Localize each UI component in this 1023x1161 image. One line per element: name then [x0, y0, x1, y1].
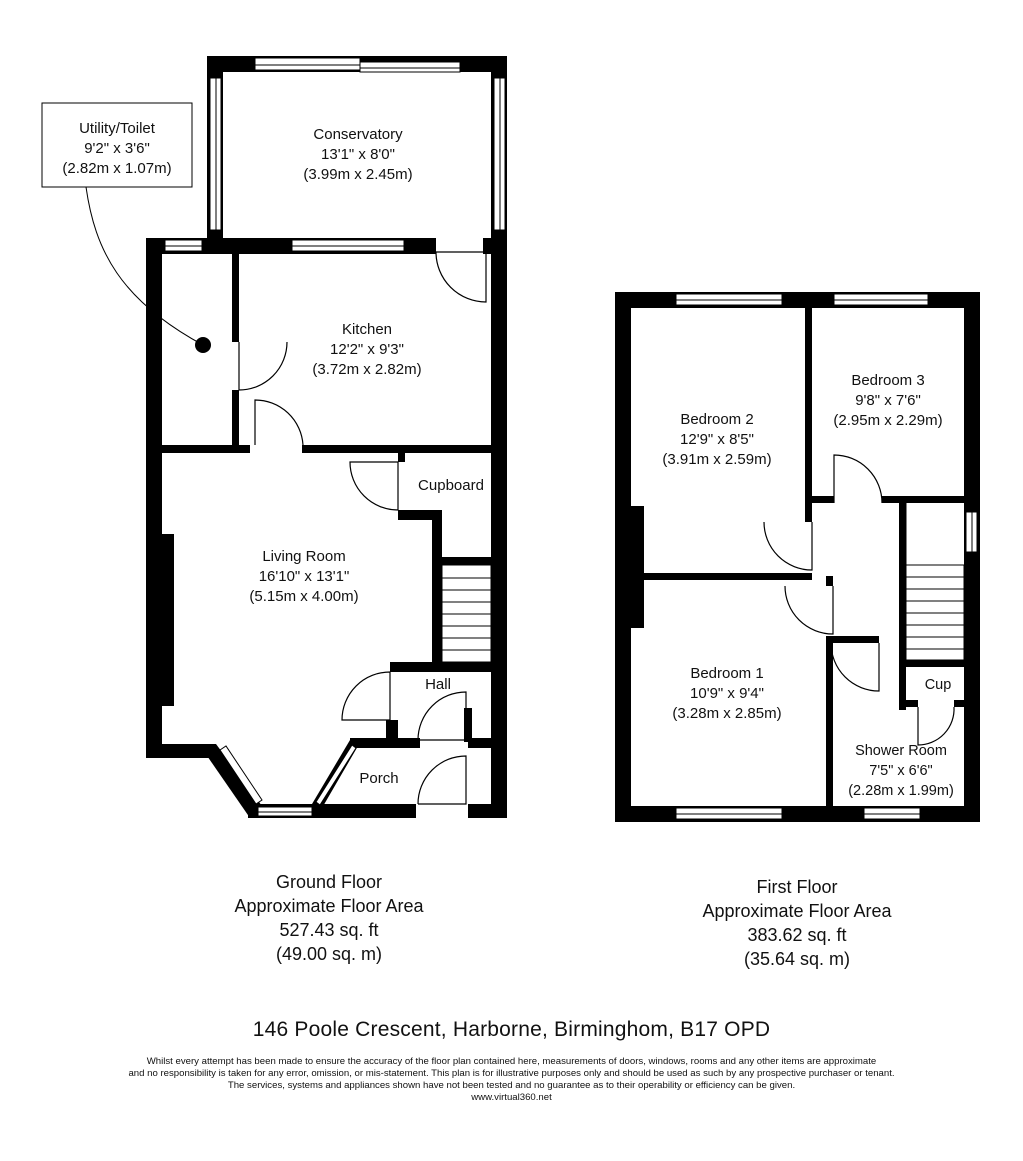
- ground-floor-sqft: 527.43 sq. ft: [279, 920, 379, 940]
- cup-name: Cup: [925, 677, 952, 693]
- utility-imperial: 9'2" x 3'6": [84, 140, 150, 157]
- first-floor-title: First Floor: [756, 877, 838, 897]
- shower-room-imperial: 7'5" x 6'6": [869, 763, 932, 779]
- disclaimer-line-1: Whilst every attempt has been made to en…: [146, 1056, 877, 1067]
- first-floor-sqft: 383.62 sq. ft: [747, 925, 847, 945]
- ground-floor-sqm: (49.00 sq. m): [275, 944, 383, 964]
- ground-floor-area: Ground Floor Approximate Floor Area 527.…: [159, 870, 499, 966]
- ground-floor-plan: Conservatory 13'1" x 8'0" (3.99m x 2.45m…: [41, 56, 507, 818]
- conservatory-name: Conservatory: [313, 126, 403, 143]
- conservatory-windows: [209, 57, 506, 231]
- shower-room-name: Shower Room: [855, 743, 947, 759]
- porch-name: Porch: [359, 770, 398, 787]
- first-floor-windows: [675, 293, 978, 820]
- disclaimer: Whilst every attempt has been made to en…: [0, 1056, 1023, 1104]
- conservatory-metric: (3.99m x 2.45m): [303, 166, 412, 183]
- bedroom2-name: Bedroom 2: [680, 411, 753, 428]
- utility-name: Utility/Toilet: [79, 120, 156, 137]
- living-room-name: Living Room: [262, 548, 345, 565]
- living-room-metric: (5.15m x 4.00m): [249, 588, 358, 605]
- first-floor-subtitle: Approximate Floor Area: [702, 901, 892, 921]
- first-floor-plan: Bedroom 2 12'9" x 8'5" (3.91m x 2.59m) B…: [615, 292, 980, 822]
- ground-floor-interior-walls: [156, 252, 498, 742]
- bedroom2-imperial: 12'9" x 8'5": [680, 431, 754, 448]
- first-floor-stairs: [905, 503, 965, 661]
- ground-floor-title: Ground Floor: [275, 872, 383, 892]
- kitchen-metric: (3.72m x 2.82m): [312, 361, 421, 378]
- bedroom3-metric: (2.95m x 2.29m): [833, 412, 942, 429]
- utility-metric: (2.82m x 1.07m): [62, 160, 171, 177]
- website-link[interactable]: www.virtual360.net: [471, 1092, 552, 1103]
- disclaimer-line-2: and no responsibility is taken for any e…: [128, 1068, 895, 1079]
- bedroom3-name: Bedroom 3: [851, 372, 924, 389]
- first-floor-sqm: (35.64 sq. m): [743, 949, 851, 969]
- conservatory-imperial: 13'1" x 8'0": [321, 146, 395, 163]
- first-floor-area: First Floor Approximate Floor Area 383.6…: [627, 875, 967, 971]
- ground-floor-windows: [164, 239, 405, 817]
- ground-floor-stairs: [441, 564, 492, 663]
- property-address: 146 Poole Crescent, Harborne, Birminghom…: [252, 1018, 771, 1041]
- ground-floor-doors: [238, 251, 487, 805]
- first-floor-doors: [763, 454, 955, 746]
- disclaimer-line-3: The services, systems and appliances sho…: [227, 1080, 796, 1091]
- shower-room-metric: (2.28m x 1.99m): [848, 783, 954, 799]
- cupboard-name: Cupboard: [418, 477, 484, 494]
- bedroom1-imperial: 10'9" x 9'4": [690, 685, 764, 702]
- kitchen-imperial: 12'2" x 9'3": [330, 341, 404, 358]
- utility-callout: [41, 102, 211, 353]
- kitchen-name: Kitchen: [342, 321, 392, 338]
- ground-floor-walls: [146, 238, 507, 818]
- bedroom1-metric: (3.28m x 2.85m): [672, 705, 781, 722]
- bedroom1-name: Bedroom 1: [690, 665, 763, 682]
- bedroom2-metric: (3.91m x 2.59m): [662, 451, 771, 468]
- floor-plan: Conservatory 13'1" x 8'0" (3.99m x 2.45m…: [41, 56, 980, 822]
- bedroom3-imperial: 9'8" x 7'6": [855, 392, 921, 409]
- hall-name: Hall: [425, 676, 451, 693]
- ground-floor-subtitle: Approximate Floor Area: [234, 896, 424, 916]
- living-room-imperial: 16'10" x 13'1": [259, 568, 350, 585]
- first-floor-interior-walls: [631, 306, 966, 808]
